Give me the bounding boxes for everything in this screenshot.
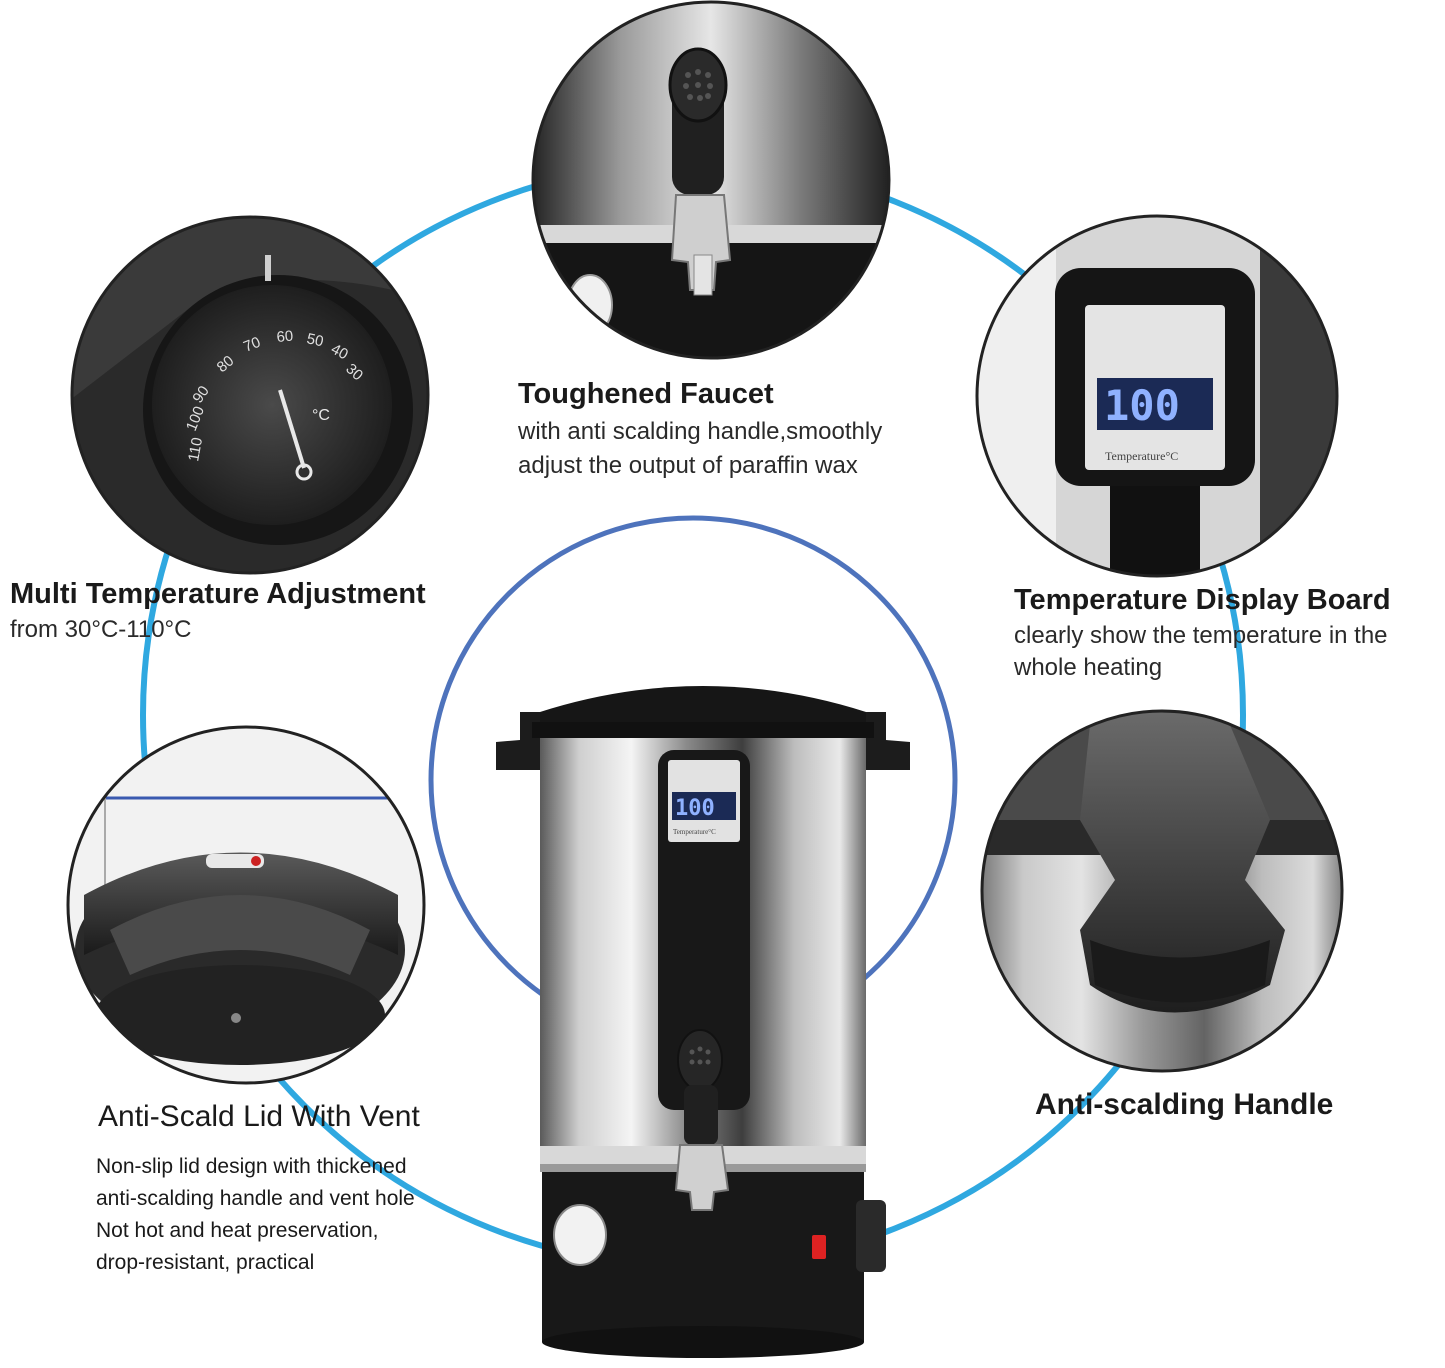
dial-tick: 110 [185,436,206,463]
dial-tick: 50 [305,330,325,350]
display-desc-line2: whole heating [1014,654,1163,681]
dial-unit: °C [312,407,330,424]
lcd-label-small: Temperature°C [673,828,716,836]
lcd-readout-large: 100 [1104,381,1180,430]
lid-desc-line2: anti-scalding handle and vent hole [96,1187,415,1210]
lid-title: Anti-Scald Lid With Vent [98,1100,420,1133]
handle-title: Anti-scalding Handle [1035,1088,1334,1121]
faucet-desc-line1: with anti scalding handle,smoothly [518,418,883,445]
dial-tick: 90 [189,383,212,406]
dial-closeup: 110 100 90 80 70 60 50 40 30 °C [72,217,428,573]
multi-temp-title: Multi Temperature Adjustment [10,578,426,610]
dial-tick: 70 [241,334,263,356]
display-title: Temperature Display Board [1014,584,1391,616]
handle-closeup [982,711,1342,1071]
lid-desc-line4: drop-resistant, practical [96,1251,315,1274]
lid-desc-line1: Non-slip lid design with thickened [96,1155,407,1178]
display-desc-line1: clearly show the temperature in the [1014,622,1388,649]
wax-warmer-product: 100 Temperature°C [496,686,910,1358]
dial-tick: 40 [328,341,351,364]
dial-tick: 60 [276,328,294,346]
faucet-desc-line2: adjust the output of paraffin wax [518,452,858,479]
multi-temp-desc: from 30°C-110°C [10,616,192,643]
faucet-title: Toughened Faucet [518,378,774,410]
lcd-readout-small: 100 [675,796,715,821]
lid-desc-line3: Not hot and heat preservation, [96,1219,379,1242]
lid-closeup [68,727,424,1083]
lcd-label-large: Temperature°C [1105,449,1178,463]
